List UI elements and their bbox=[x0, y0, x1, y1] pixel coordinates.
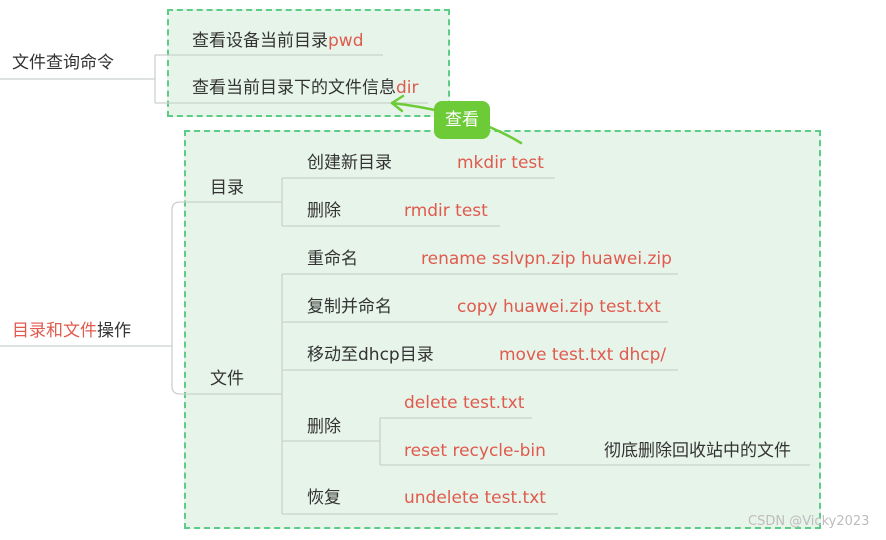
rename-label: 重命名 bbox=[307, 249, 358, 269]
query-node-pwd-label: 查看设备当前目录 bbox=[192, 31, 328, 51]
watermark: CSDN @Vicky2023 bbox=[748, 514, 870, 529]
query-branch-title: 文件查询命令 bbox=[12, 53, 114, 73]
move-label: 移动至dhcp目录 bbox=[307, 345, 434, 365]
query-highlight-box bbox=[167, 9, 450, 117]
rmdir-cmd: rmdir test bbox=[404, 201, 488, 221]
query-node-pwd: 查看设备当前目录pwd bbox=[192, 31, 364, 51]
operations-highlight-box bbox=[184, 130, 821, 529]
ops-branch-title-highlight: 目录和文件 bbox=[12, 321, 97, 341]
delete-label: 删除 bbox=[307, 417, 341, 437]
rmdir-label: 删除 bbox=[307, 201, 341, 221]
copy-label: 复制并命名 bbox=[307, 297, 392, 317]
query-node-dir-label: 查看当前目录下的文件信息 bbox=[192, 78, 396, 98]
recycle-note: 彻底删除回收站中的文件 bbox=[604, 441, 791, 461]
mkdir-cmd: mkdir test bbox=[457, 153, 544, 173]
query-node-dir-cmd: dir bbox=[396, 78, 419, 98]
query-node-pwd-cmd: pwd bbox=[328, 31, 364, 51]
undelete-cmd: undelete test.txt bbox=[404, 488, 546, 508]
ops-branch-title-rest: 操作 bbox=[97, 321, 131, 341]
restore-label: 恢复 bbox=[307, 488, 341, 508]
delete-cmd: delete test.txt bbox=[404, 393, 525, 413]
file-node: 文件 bbox=[210, 369, 244, 389]
copy-cmd: copy huawei.zip test.txt bbox=[457, 297, 661, 317]
view-tag-badge: 查看 bbox=[434, 101, 490, 139]
reset-recycle-cmd: reset recycle-bin bbox=[404, 441, 546, 461]
query-node-dir: 查看当前目录下的文件信息dir bbox=[192, 78, 419, 98]
move-cmd: move test.txt dhcp/ bbox=[499, 345, 667, 365]
ops-branch-title: 目录和文件操作 bbox=[12, 321, 131, 341]
dir-node: 目录 bbox=[210, 178, 244, 198]
mkdir-label: 创建新目录 bbox=[307, 153, 392, 173]
rename-cmd: rename sslvpn.zip huawei.zip bbox=[421, 249, 672, 269]
